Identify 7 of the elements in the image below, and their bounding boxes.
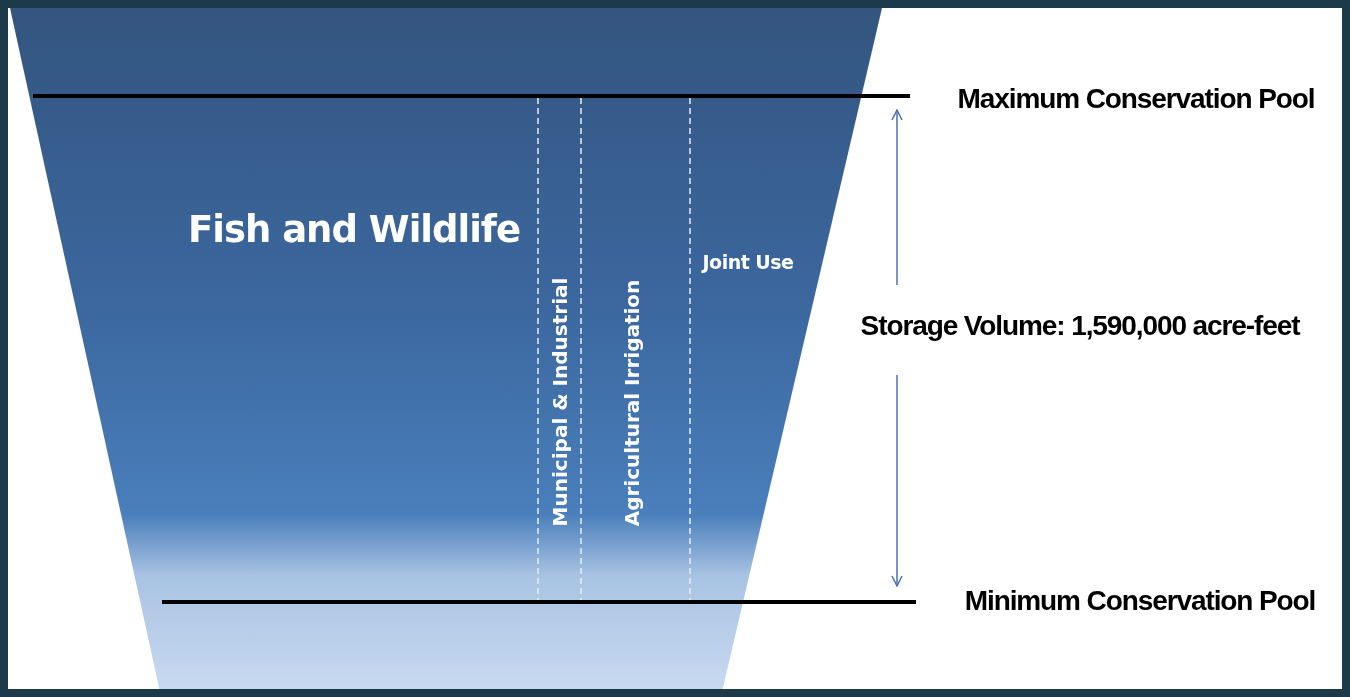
zone-label: Fish and Wildlife <box>187 210 521 248</box>
zone-label: Municipal & Industrial <box>550 277 570 527</box>
pool-level-label: Maximum Conservation Pool <box>957 85 1315 113</box>
storage-volume-label: Storage Volume: 1,590,000 acre-feet <box>860 312 1300 340</box>
zone-label: Agricultural Irrigation <box>622 279 642 527</box>
zone-label: Joint Use <box>702 252 794 272</box>
pool-level-label: Minimum Conservation Pool <box>964 587 1316 615</box>
